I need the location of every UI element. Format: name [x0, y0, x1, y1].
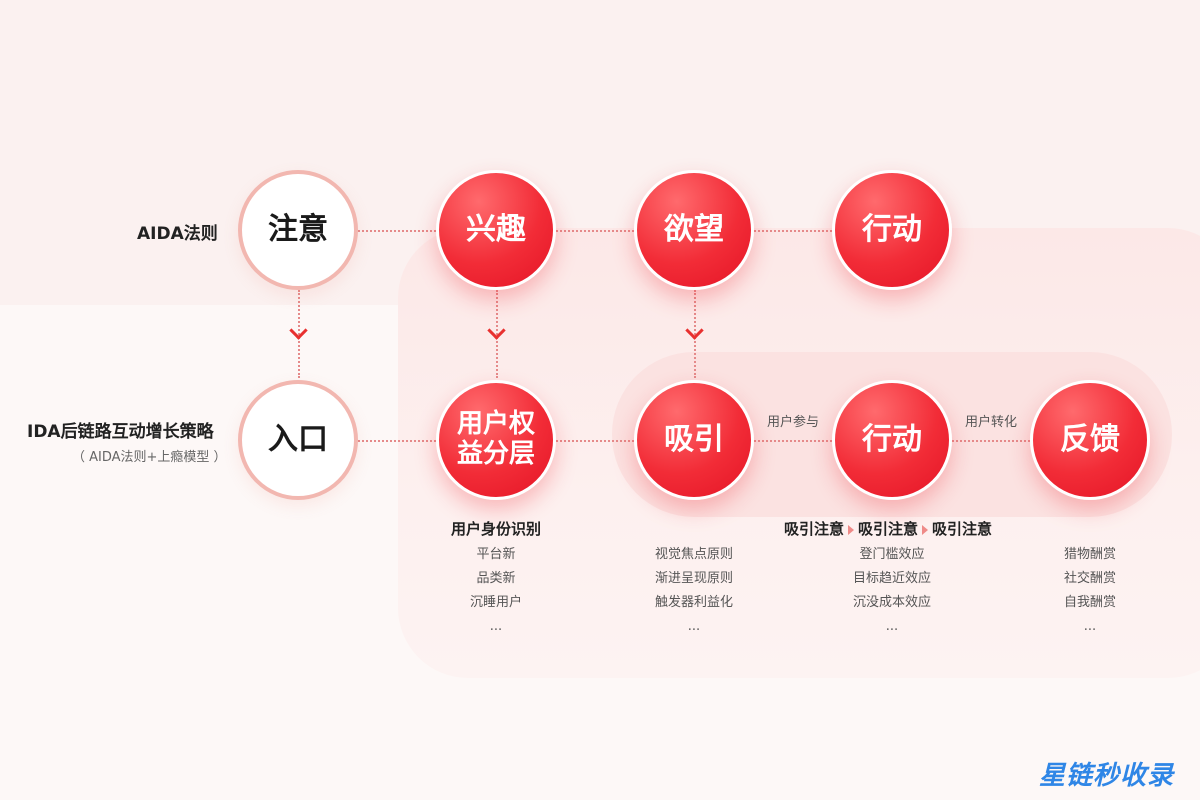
- list-item: 沉睡用户: [469, 595, 522, 610]
- connector-interest-desire: [556, 230, 634, 232]
- column-items-action: 登门槛效应 目标趋近效应 沉没成本效应 ...: [832, 543, 952, 639]
- row1-label: AIDA法则: [137, 224, 218, 244]
- connector-attract-action: [754, 440, 832, 442]
- list-item: 渐进呈现原则: [654, 571, 733, 586]
- arrow-right-icon: [922, 524, 929, 535]
- list-item: 登门槛效应: [859, 547, 925, 562]
- flow-step: 吸引注意: [858, 520, 919, 538]
- list-item: 视觉焦点原则: [654, 547, 733, 562]
- connector-tier-attract: [556, 440, 634, 442]
- list-item: ...: [885, 619, 899, 634]
- column-head-flow: 吸引注意吸引注意吸引注意: [784, 518, 992, 539]
- list-item: 自我酬赏: [1063, 595, 1116, 610]
- column-items-feedback: 猎物酬赏 社交酬赏 自我酬赏 ...: [1030, 543, 1150, 639]
- row2-sublabel: （ AIDA法则+上瘾模型 ）: [72, 450, 227, 465]
- node-desire: 欲望: [634, 170, 754, 290]
- list-item: 沉没成本效应: [852, 595, 931, 610]
- list-item: 社交酬赏: [1063, 571, 1116, 586]
- column-items-identity: 平台新 品类新 沉睡用户 ...: [436, 543, 556, 639]
- node-attract: 吸引: [634, 380, 754, 500]
- node-feedback: 反馈: [1030, 380, 1150, 500]
- connector-interest-tier: [496, 290, 498, 378]
- node-interest: 兴趣: [436, 170, 556, 290]
- connector-action-feedback: [952, 440, 1030, 442]
- connector-desire-action: [754, 230, 832, 232]
- list-item: 目标趋近效应: [852, 571, 931, 586]
- list-item: 触发器利益化: [654, 595, 733, 610]
- edge-label-conversion: 用户转化: [965, 415, 1018, 430]
- connector-desire-attract: [694, 290, 696, 378]
- edge-label-participation: 用户参与: [767, 415, 820, 430]
- row2-label: IDA后链路互动增长策略: [27, 422, 214, 442]
- node-user-tier: 用户权益分层: [436, 380, 556, 500]
- column-head-identity: 用户身份识别: [450, 520, 541, 538]
- node-action-2: 行动: [832, 380, 952, 500]
- watermark-logo: 星链秒收录: [1038, 761, 1174, 791]
- list-item: 品类新: [476, 571, 516, 586]
- flow-step: 吸引注意: [932, 520, 993, 538]
- list-item: ...: [489, 619, 503, 634]
- list-item: 平台新: [476, 547, 516, 562]
- node-action: 行动: [832, 170, 952, 290]
- list-item: ...: [687, 619, 701, 634]
- chevron-down-icon: [289, 321, 308, 340]
- node-entry: 入口: [238, 380, 358, 500]
- flow-step: 吸引注意: [784, 520, 845, 538]
- list-item: 猎物酬赏: [1063, 547, 1116, 562]
- connector-attention-entry: [298, 290, 300, 378]
- connector-entry-tier: [358, 440, 436, 442]
- list-item: ...: [1083, 619, 1097, 634]
- arrow-right-icon: [848, 524, 855, 535]
- connector-attention-interest: [358, 230, 436, 232]
- node-attention: 注意: [238, 170, 358, 290]
- column-items-attract: 视觉焦点原则 渐进呈现原则 触发器利益化 ...: [634, 543, 754, 639]
